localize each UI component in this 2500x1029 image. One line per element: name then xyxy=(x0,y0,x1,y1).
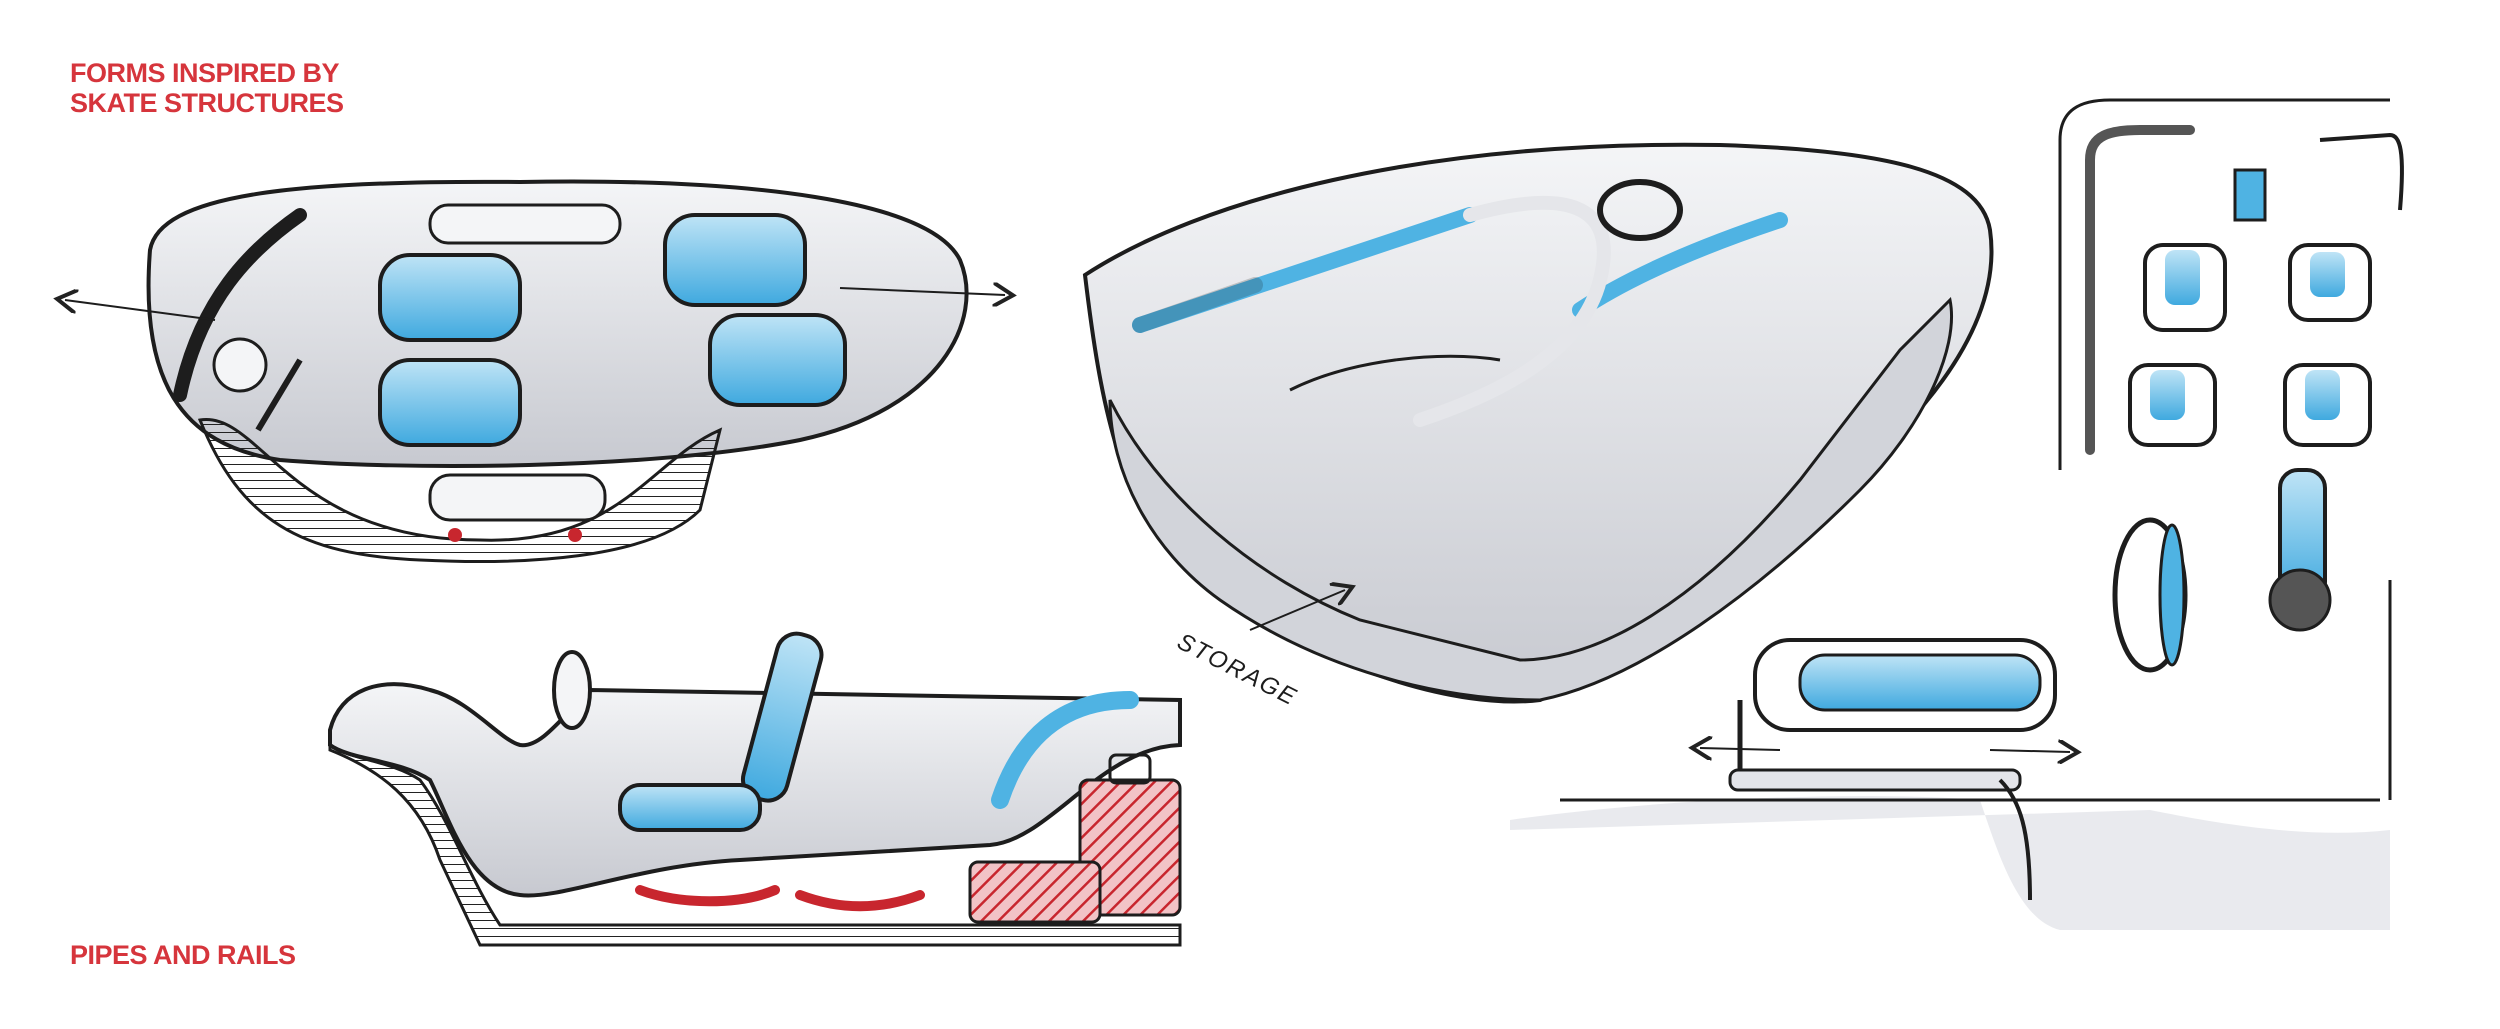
top-view-interior-sketch xyxy=(65,179,1005,564)
seat-plan-sketch xyxy=(2058,98,2404,470)
side-section-sketch xyxy=(328,631,1182,947)
seat-detail-sketch xyxy=(1510,468,2392,930)
heading-skate-structures: FORMS INSPIRED BY SKATE STRUCTURES xyxy=(70,58,344,118)
perspective-shell-sketch xyxy=(1082,142,1994,704)
heading-line-2: SKATE STRUCTURES xyxy=(70,88,344,118)
heading-pipes-and-rails: PIPES AND RAILS xyxy=(70,940,296,970)
heading-line-1: FORMS INSPIRED BY xyxy=(70,58,340,88)
